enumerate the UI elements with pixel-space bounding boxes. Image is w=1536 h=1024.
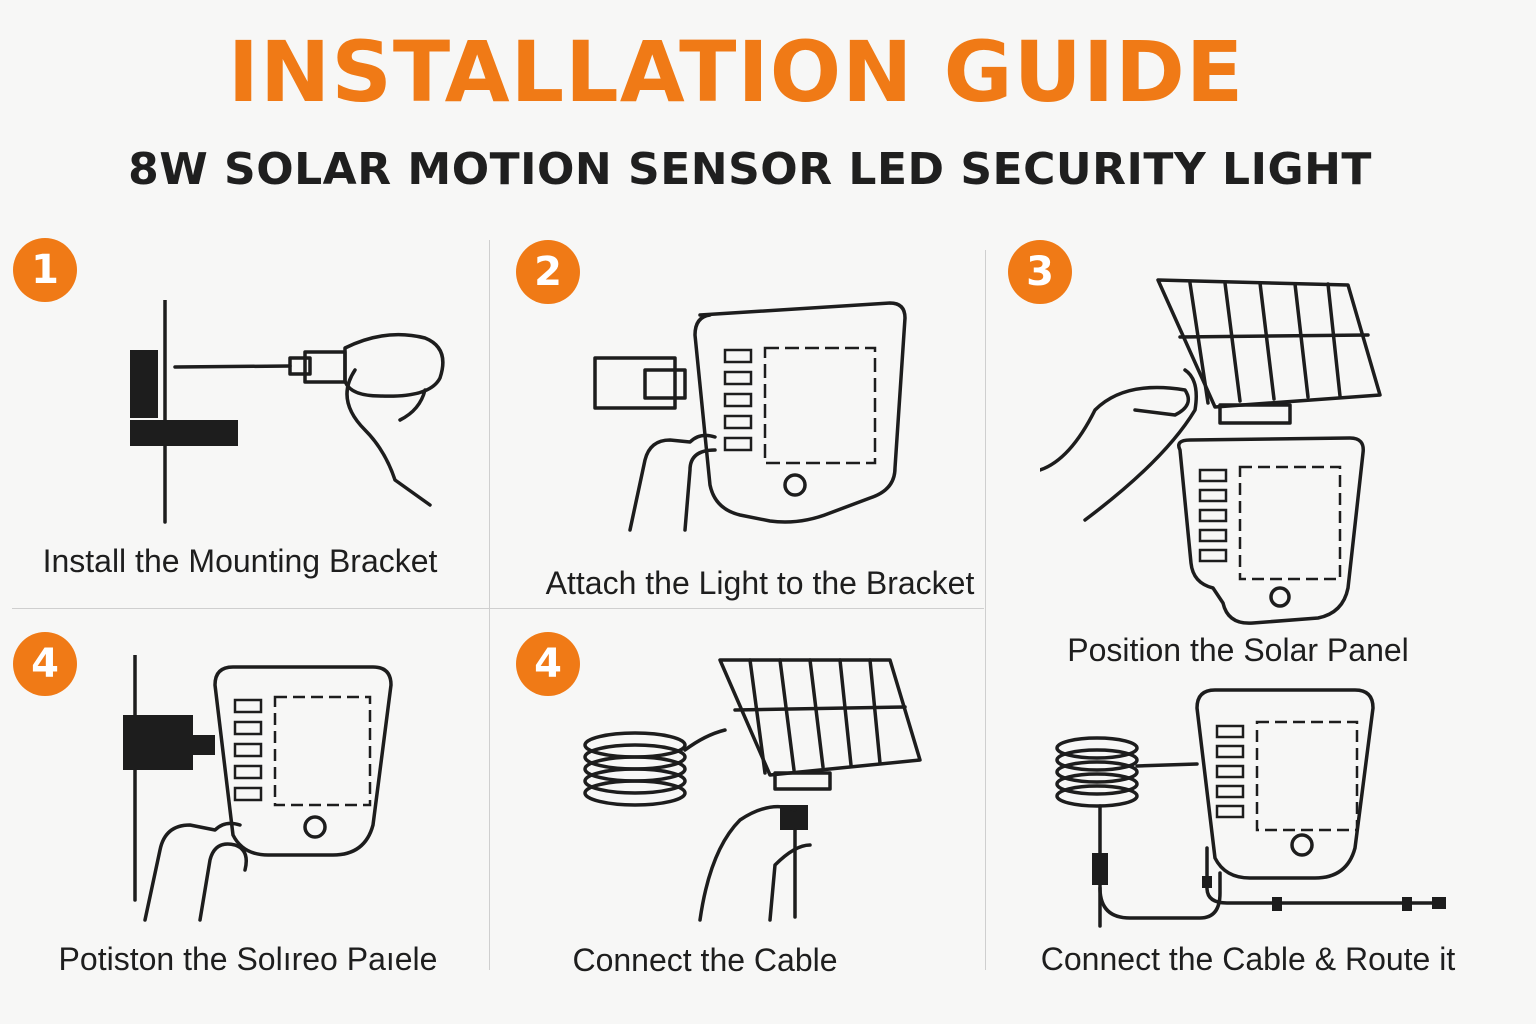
light-mounted-icon (115, 653, 405, 929)
step-3-caption: Position the Solar Panel (1067, 632, 1409, 668)
step-4a-caption: Potiston the Solıreo Paıele (58, 941, 438, 977)
divider-v2 (985, 250, 986, 970)
step-2-caption: Attach the Light to the Bracket (545, 565, 975, 601)
step-4b-caption: Connect the Cable (572, 942, 838, 978)
step-4b-badge: 4 (516, 632, 580, 696)
solar-panel-position-icon (1038, 275, 1390, 629)
step-2-badge: 2 (516, 240, 580, 304)
step-1-caption: Install the Mounting Bracket (42, 543, 438, 579)
step-3-badge: 3 (1008, 240, 1072, 304)
light-attach-icon (585, 300, 915, 539)
screwdriver-bracket-icon (100, 298, 460, 534)
page-title: INSTALLATION GUIDE (227, 23, 1245, 121)
divider-v1 (489, 240, 490, 970)
step-6-caption: Connect the Cable & Route it (1040, 941, 1456, 977)
page-subtitle: 8W SOLAR MOTION SENSOR LED SECURITY LIGH… (128, 144, 1372, 195)
cable-route-icon (1052, 688, 1452, 932)
step-1-badge: 1 (13, 238, 77, 302)
step-4a-badge: 4 (13, 632, 77, 696)
cable-connect-icon (580, 655, 930, 929)
divider-h1 (12, 608, 984, 609)
